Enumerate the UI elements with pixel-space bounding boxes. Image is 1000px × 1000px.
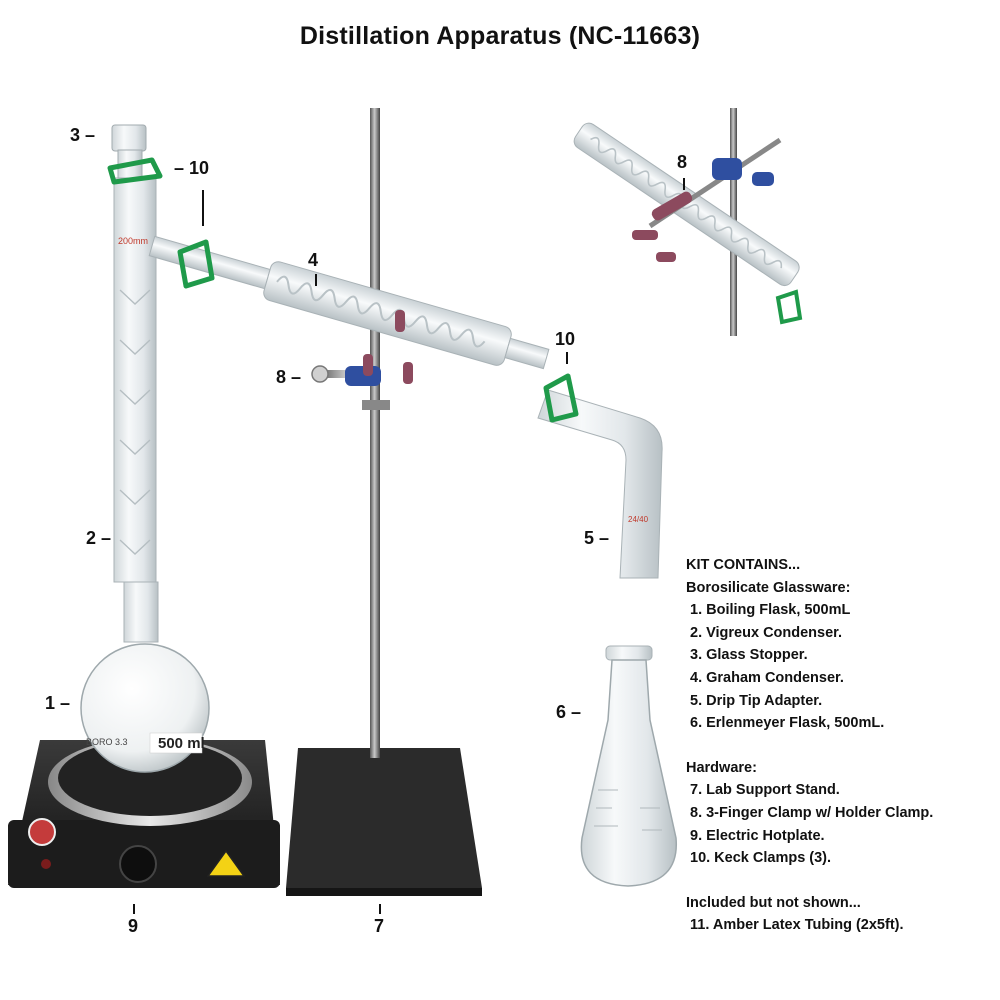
kit-item: 7. Lab Support Stand. — [690, 782, 840, 799]
temperature-knob[interactable] — [119, 845, 157, 883]
kit-item: 8. 3-Finger Clamp w/ Holder Clamp. — [690, 804, 934, 821]
callout-6: 6 – — [556, 702, 582, 722]
adapter-mark-label: 24/40 — [628, 515, 649, 524]
keck-clamps — [107, 157, 579, 423]
callout-5: 5 – — [584, 528, 610, 548]
kit-item: 10. Keck Clamps (3). — [690, 850, 832, 867]
drip-tip-adapter: 24/40 — [537, 389, 663, 579]
column-mark-label: 200mm — [118, 236, 148, 246]
callout-2: 2 – — [86, 528, 112, 548]
three-finger-clamp — [311, 310, 413, 410]
stand-rod — [370, 108, 380, 758]
callout-1: 1 – — [45, 693, 71, 713]
hardware-heading: Hardware: — [686, 759, 757, 776]
kit-heading: KIT CONTAINS... — [686, 557, 801, 573]
kit-contents-list: KIT CONTAINS... Borosilicate Glassware: … — [686, 554, 991, 937]
flask-volume-label: 500 ml — [158, 735, 205, 752]
erlenmeyer-flask — [580, 645, 677, 887]
callout-7: 7 — [374, 916, 385, 936]
keck-clamp-left — [177, 239, 215, 289]
glass-stopper — [111, 124, 147, 179]
kit-item: 6. Erlenmeyer Flask, 500mL. — [690, 715, 885, 732]
kit-item: 4. Graham Condenser. — [690, 669, 844, 686]
power-light-icon — [41, 859, 51, 869]
keck-clamp-top — [107, 157, 163, 185]
flask-brand-label: BORO 3.3 — [86, 737, 128, 747]
vigreux-column: 200mm — [113, 177, 157, 583]
callout-10-top: – 10 — [174, 158, 210, 178]
support-stand — [286, 108, 482, 896]
clamp-detail-inset — [552, 108, 803, 336]
callout-3: 3 – — [70, 125, 96, 145]
callout-8-inset: 8 — [677, 152, 688, 172]
electric-hotplate — [8, 738, 280, 888]
callout-leaders — [133, 178, 685, 914]
keck-clamp-right — [543, 373, 579, 423]
kit-item: 3. Glass Stopper. — [690, 647, 808, 664]
extras-heading: Included but not shown... — [686, 894, 861, 911]
callout-9: 9 — [128, 916, 139, 936]
callout-8-main: 8 – — [276, 367, 302, 387]
glassware-heading: Borosilicate Glassware: — [686, 579, 851, 596]
boiling-flask: BORO 3.3 500 ml — [80, 581, 210, 773]
kit-item: 9. Electric Hotplate. — [690, 827, 825, 844]
stand-base — [286, 748, 482, 888]
callout-4: 4 — [308, 250, 319, 270]
warning-seal-icon — [28, 818, 56, 846]
kit-item: 2. Vigreux Condenser. — [690, 624, 843, 641]
kit-item: 1. Boiling Flask, 500mL — [690, 602, 851, 619]
page-title: Distillation Apparatus (NC-11663) — [299, 22, 701, 50]
callout-10-right: 10 — [555, 329, 576, 349]
hot-surface-warning-icon — [206, 849, 246, 877]
kit-item: 5. Drip Tip Adapter. — [690, 692, 823, 709]
kit-item: 11. Amber Latex Tubing (2x5ft). — [690, 917, 904, 934]
